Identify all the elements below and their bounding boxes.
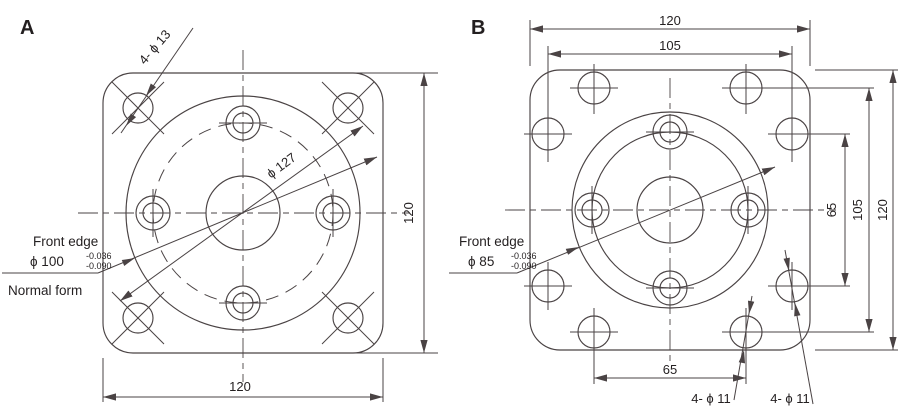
tolerance-upper-b: -0.036: [511, 251, 537, 261]
leader-b-holes-right: [783, 249, 814, 405]
panel-b-drawing: B 120 105 65 105 120 65 Front edge ϕ 85 …: [449, 13, 898, 406]
panel-b-label: B: [471, 17, 485, 39]
panel-a-drawing: A 4- ϕ 13 ϕ 127 120 120 Front edge ϕ 100…: [2, 17, 438, 402]
front-edge-dia-a: ϕ 100: [30, 254, 64, 269]
dim-a-height: [345, 72, 438, 354]
panel-a-label: A: [20, 17, 34, 39]
tolerance-lower-b: -0.090: [511, 261, 537, 271]
dim-a-height-label: 120: [401, 202, 416, 224]
tolerance-lower-a: -0.090: [86, 261, 112, 271]
dim-b-right-120: [815, 69, 898, 351]
dim-b-width-top: [529, 20, 811, 66]
front-edge-label-a: Front edge: [33, 234, 98, 249]
dim-b-pitch-top-label: 105: [659, 38, 681, 53]
corner-holes-note-a: 4- ϕ 13: [136, 27, 174, 67]
dim-b-right-120-label: 120: [875, 199, 890, 221]
holes-note-left: 4- ϕ 11: [691, 391, 731, 406]
flange-b-outer-holes: [524, 46, 874, 384]
dim-a-width: [102, 358, 384, 402]
normal-form-label: Normal form: [8, 283, 82, 298]
dim-a-width-label: 120: [229, 379, 251, 394]
dim-b-width-top-label: 120: [659, 13, 681, 28]
flange-b-centerlines: [505, 78, 836, 362]
holes-note-right: 4- ϕ 11: [770, 391, 810, 406]
dim-b-right-105-label: 105: [850, 199, 865, 221]
leader-a-front-edge: [2, 156, 378, 274]
dim-b-pitch-bottom-label: 65: [663, 362, 677, 377]
leader-b-front-edge: [449, 166, 776, 274]
tolerance-upper-a: -0.036: [86, 251, 112, 261]
flange-b-bolt-holes: [574, 114, 766, 306]
dim-b-right-65: [812, 133, 850, 287]
dim-b-right-65-label: 65: [824, 203, 839, 217]
front-edge-label-b: Front edge: [459, 234, 524, 249]
front-edge-dia-b: ϕ 85: [468, 254, 494, 269]
leader-a-corner-holes: [120, 27, 194, 134]
leader-b-holes-left: [733, 295, 755, 401]
